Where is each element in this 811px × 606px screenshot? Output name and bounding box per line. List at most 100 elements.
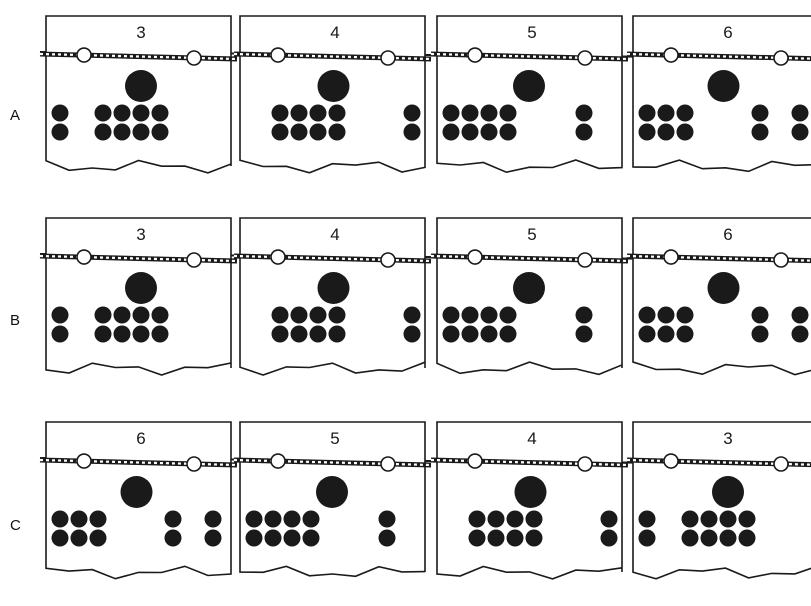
small-dot <box>658 326 675 343</box>
small-dot <box>639 530 656 547</box>
small-dot <box>677 307 694 324</box>
small-dot <box>246 530 263 547</box>
small-dot <box>114 124 131 141</box>
grommet <box>774 457 788 471</box>
small-dot <box>71 530 88 547</box>
grommet <box>77 250 91 264</box>
small-dot <box>329 326 346 343</box>
grommet <box>381 51 395 65</box>
grommet <box>187 253 201 267</box>
grommet <box>271 250 285 264</box>
number-card: 5 <box>234 422 431 576</box>
small-dot <box>90 530 107 547</box>
card-number: 4 <box>330 225 339 244</box>
grommet <box>664 48 678 62</box>
small-dot <box>310 124 327 141</box>
small-dot <box>792 124 809 141</box>
small-dot <box>739 511 756 528</box>
small-dot <box>404 326 421 343</box>
big-dot <box>515 476 547 508</box>
small-dot <box>95 307 112 324</box>
big-dot <box>708 272 740 304</box>
big-dot <box>316 476 348 508</box>
small-dot <box>677 105 694 122</box>
small-dot <box>752 307 769 324</box>
grommet <box>381 253 395 267</box>
small-dot <box>507 530 524 547</box>
small-dot <box>752 105 769 122</box>
small-dot <box>310 307 327 324</box>
small-dot <box>284 511 301 528</box>
card-number: 3 <box>723 429 732 448</box>
small-dot <box>752 124 769 141</box>
small-dot <box>165 530 182 547</box>
grommet <box>664 454 678 468</box>
small-dot <box>526 511 543 528</box>
small-dot <box>601 511 618 528</box>
small-dot <box>792 307 809 324</box>
small-dot <box>488 530 505 547</box>
card-number: 3 <box>136 23 145 42</box>
card-row-a: 3 4 56 <box>40 16 811 173</box>
grommet <box>187 457 201 471</box>
small-dot <box>310 105 327 122</box>
small-dot <box>500 307 517 324</box>
small-dot <box>526 530 543 547</box>
grommet <box>774 253 788 267</box>
small-dot <box>272 124 289 141</box>
grommet <box>271 48 285 62</box>
small-dot <box>792 326 809 343</box>
small-dot <box>71 511 88 528</box>
number-card: 6 <box>627 16 811 171</box>
small-dot <box>462 105 479 122</box>
small-dot <box>720 530 737 547</box>
small-dot <box>701 511 718 528</box>
number-card: 3 <box>40 16 237 173</box>
small-dot <box>404 105 421 122</box>
small-dot <box>52 511 69 528</box>
small-dot <box>52 124 69 141</box>
small-dot <box>205 530 222 547</box>
small-dot <box>133 105 150 122</box>
small-dot <box>576 105 593 122</box>
small-dot <box>114 326 131 343</box>
small-dot <box>272 307 289 324</box>
card-number: 4 <box>330 23 339 42</box>
number-card: 5 <box>431 218 628 374</box>
small-dot <box>469 511 486 528</box>
small-dot <box>114 105 131 122</box>
small-dot <box>152 105 169 122</box>
small-dot <box>272 105 289 122</box>
row-label-a: A <box>10 107 20 124</box>
small-dot <box>639 105 656 122</box>
small-dot <box>443 326 460 343</box>
card-number: 3 <box>136 225 145 244</box>
small-dot <box>739 530 756 547</box>
small-dot <box>114 307 131 324</box>
small-dot <box>52 530 69 547</box>
small-dot <box>205 511 222 528</box>
grommet <box>187 51 201 65</box>
number-card: 4 <box>234 16 431 173</box>
number-card: 5 <box>431 16 628 172</box>
big-dot <box>121 476 153 508</box>
grommet <box>664 250 678 264</box>
small-dot <box>379 511 396 528</box>
number-card: 3 <box>40 218 237 375</box>
small-dot <box>601 530 618 547</box>
small-dot <box>272 326 289 343</box>
grommet <box>774 51 788 65</box>
small-dot <box>658 124 675 141</box>
small-dot <box>303 511 320 528</box>
small-dot <box>443 307 460 324</box>
small-dot <box>658 307 675 324</box>
small-dot <box>133 326 150 343</box>
big-dot <box>125 70 157 102</box>
small-dot <box>658 105 675 122</box>
number-card: 3 <box>627 422 811 579</box>
big-dot <box>513 70 545 102</box>
